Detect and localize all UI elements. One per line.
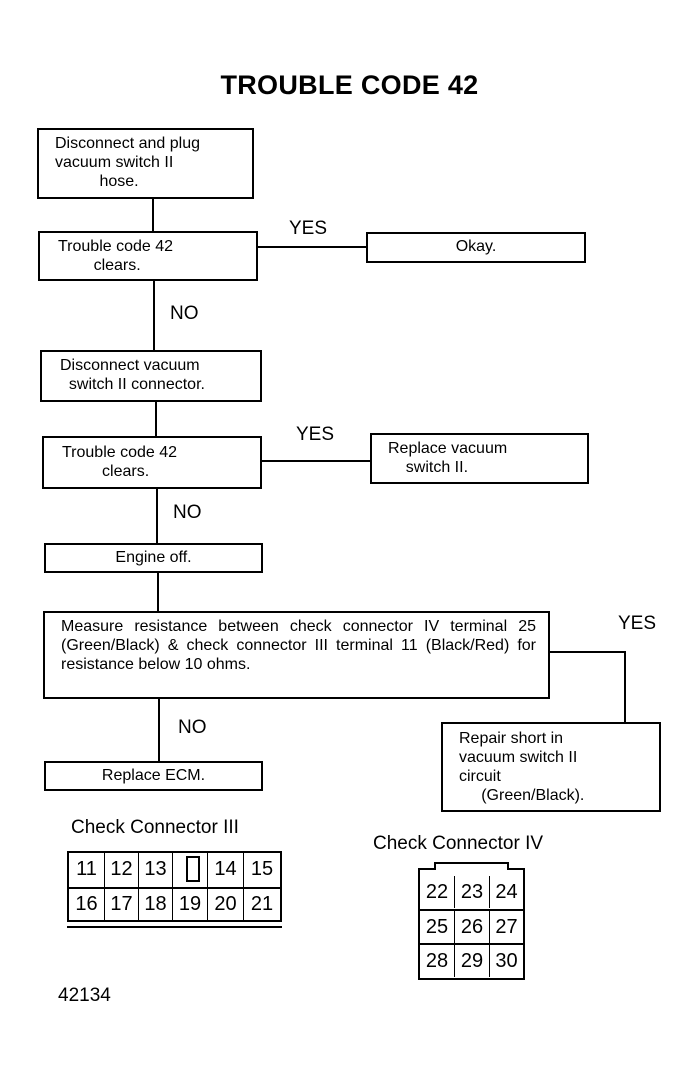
page-title: TROUBLE CODE 42 bbox=[220, 70, 479, 100]
connector-iii-title: Check Connector III bbox=[71, 817, 239, 838]
step-trouble-code-clears-1: Trouble code 42 clears. bbox=[38, 231, 258, 281]
result-replace-ecm: Replace ECM. bbox=[44, 761, 263, 791]
terminal-26: 26 bbox=[454, 911, 489, 943]
connector-line bbox=[153, 279, 155, 350]
connector-iii-base bbox=[67, 926, 282, 928]
step-disconnect-connector: Disconnect vacuum switch II connector. bbox=[40, 350, 262, 402]
connector-line bbox=[156, 488, 158, 544]
connector-iv-title: Check Connector IV bbox=[373, 833, 544, 854]
terminal-12: 12 bbox=[104, 853, 138, 887]
connector-line bbox=[257, 246, 367, 248]
connector-iii-grid: 11 12 13 14 15 16 17 18 19 20 21 bbox=[67, 851, 282, 922]
step-trouble-code-clears-2: Trouble code 42 clears. bbox=[42, 436, 262, 489]
terminal-14: 14 bbox=[207, 853, 243, 887]
connector-line bbox=[157, 571, 159, 611]
terminal-30: 30 bbox=[489, 945, 523, 977]
no-label-2: NO bbox=[173, 502, 202, 523]
terminal-15: 15 bbox=[243, 853, 280, 887]
terminal-18: 18 bbox=[138, 888, 172, 920]
result-replace-vacuum-switch: Replace vacuum switch II. bbox=[370, 433, 589, 484]
connector-iv-grid: 22 23 24 25 26 27 28 29 30 bbox=[418, 868, 525, 980]
terminal-23: 23 bbox=[454, 876, 489, 908]
terminal-empty-slot bbox=[172, 853, 207, 887]
blank-slot bbox=[186, 856, 200, 882]
terminal-19: 19 bbox=[172, 888, 207, 920]
connector-line bbox=[262, 460, 372, 462]
figure-number: 42134 bbox=[58, 985, 111, 1006]
connector-line bbox=[155, 401, 157, 438]
terminal-17: 17 bbox=[104, 888, 138, 920]
result-okay: Okay. bbox=[366, 232, 586, 263]
result-repair-short: Repair short in vacuum switch II circuit… bbox=[441, 722, 661, 812]
no-label-1: NO bbox=[170, 303, 199, 324]
connector-line bbox=[152, 197, 154, 233]
step-disconnect-plug-hose: Disconnect and plug vacuum switch II hos… bbox=[37, 128, 254, 199]
connector-line bbox=[158, 698, 160, 762]
grid-divider bbox=[420, 943, 523, 945]
terminal-21: 21 bbox=[243, 888, 280, 920]
terminal-13: 13 bbox=[138, 853, 172, 887]
terminal-24: 24 bbox=[489, 876, 523, 908]
grid-divider bbox=[69, 887, 280, 889]
terminal-28: 28 bbox=[425, 950, 449, 972]
terminal-20: 20 bbox=[207, 888, 243, 920]
grid-divider bbox=[420, 909, 523, 911]
terminal-16: 16 bbox=[75, 893, 98, 915]
terminal-27: 27 bbox=[489, 911, 523, 943]
no-label-3: NO bbox=[178, 717, 207, 738]
yes-label-2: YES bbox=[296, 424, 335, 445]
terminal-25: 25 bbox=[425, 916, 449, 938]
yes-label-3: YES bbox=[618, 613, 657, 634]
connector-line bbox=[624, 651, 626, 723]
connector-iv-notch bbox=[434, 862, 509, 870]
terminal-29: 29 bbox=[454, 945, 489, 977]
yes-label-1: YES bbox=[289, 218, 328, 239]
step-engine-off: Engine off. bbox=[44, 543, 263, 573]
step-measure-resistance: Measure resistance between check connect… bbox=[43, 611, 550, 699]
connector-line bbox=[548, 651, 626, 653]
terminal-22: 22 bbox=[425, 881, 449, 903]
terminal-11: 11 bbox=[76, 858, 97, 880]
